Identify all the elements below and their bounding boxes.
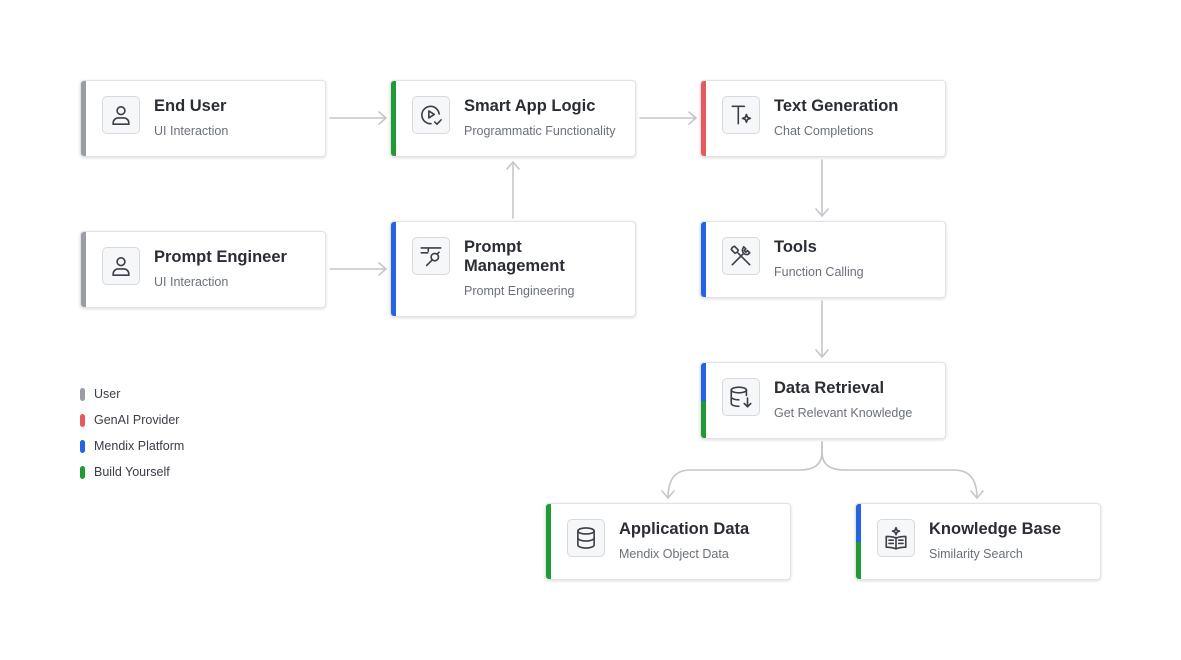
node-subtitle: UI Interaction <box>154 124 229 138</box>
person-icon <box>102 247 140 285</box>
node-application-data[interactable]: Application Data Mendix Object Data <box>545 503 791 580</box>
legend-label: User <box>94 387 121 401</box>
node-knowledge-base[interactable]: Knowledge Base Similarity Search <box>855 503 1101 580</box>
node-subtitle: Function Calling <box>774 265 864 279</box>
arrow-text-generation-to-tools <box>815 159 829 217</box>
node-title: Tools <box>774 238 817 256</box>
database-icon <box>567 519 605 557</box>
category-bar-build <box>546 504 551 579</box>
legend-item-user: User <box>80 381 184 407</box>
node-title: Knowledge Base <box>929 520 1062 538</box>
node-tools[interactable]: Tools Function Calling <box>700 221 946 298</box>
category-bar-user <box>81 232 86 307</box>
category-bar-genai <box>701 81 706 156</box>
node-subtitle: Mendix Object Data <box>619 547 729 561</box>
node-title: Data Retrieval <box>774 379 885 397</box>
node-title: Prompt Engineer <box>154 248 287 266</box>
legend-label: Mendix Platform <box>94 439 185 453</box>
arrow-end-user-to-smart-app-logic <box>329 111 387 125</box>
category-bar-mendix-build <box>856 504 861 579</box>
text-sparkle-icon <box>722 96 760 134</box>
node-subtitle: Prompt Engineering <box>464 284 575 298</box>
legend-swatch <box>80 465 85 479</box>
node-title: Prompt Management <box>464 238 565 275</box>
arrow-prompt-engineer-to-prompt-management <box>329 262 387 276</box>
legend-item-genai-provider: GenAI Provider <box>80 407 184 433</box>
category-bar-user <box>81 81 86 156</box>
node-subtitle: Programmatic Functionality <box>464 124 616 138</box>
node-title: Application Data <box>619 520 750 538</box>
node-data-retrieval[interactable]: Data Retrieval Get Relevant Knowledge <box>700 362 946 439</box>
node-subtitle: UI Interaction <box>154 275 229 289</box>
category-bar-build <box>391 81 396 156</box>
node-prompt-engineer[interactable]: Prompt Engineer UI Interaction <box>80 231 326 308</box>
text-wrench-icon <box>412 237 450 275</box>
node-subtitle: Get Relevant Knowledge <box>774 406 913 420</box>
arrow-data-retrieval-to-application-data <box>661 441 823 499</box>
node-end-user[interactable]: End User UI Interaction <box>80 80 326 157</box>
node-title: Text Generation <box>774 97 899 115</box>
legend-swatch <box>80 413 85 427</box>
category-bar-mendix-build <box>701 363 706 438</box>
node-title: Smart App Logic <box>464 97 596 115</box>
play-check-icon <box>412 96 450 134</box>
arrow-tools-to-data-retrieval <box>815 300 829 358</box>
person-icon <box>102 96 140 134</box>
node-subtitle: Similarity Search <box>929 547 1023 561</box>
arrow-prompt-management-to-smart-app-logic <box>506 161 520 219</box>
legend-swatch <box>80 387 85 401</box>
node-subtitle: Chat Completions <box>774 124 874 138</box>
arrow-smart-app-logic-to-text-generation <box>639 111 697 125</box>
book-sparkle-icon <box>877 519 915 557</box>
legend-item-build-yourself: Build Yourself <box>80 459 184 485</box>
tools-icon <box>722 237 760 275</box>
legend: User GenAI Provider Mendix Platform Buil… <box>80 381 184 485</box>
legend-item-mendix-platform: Mendix Platform <box>80 433 184 459</box>
arrow-data-retrieval-to-knowledge-base <box>821 441 984 499</box>
node-title: End User <box>154 97 227 115</box>
database-download-icon <box>722 378 760 416</box>
node-smart-app-logic[interactable]: Smart App Logic Programmatic Functionali… <box>390 80 636 157</box>
legend-swatch <box>80 439 85 453</box>
node-text-generation[interactable]: Text Generation Chat Completions <box>700 80 946 157</box>
legend-label: Build Yourself <box>94 465 170 479</box>
legend-label: GenAI Provider <box>94 413 180 427</box>
category-bar-mendix <box>701 222 706 297</box>
node-prompt-management[interactable]: Prompt Management Prompt Engineering <box>390 221 636 317</box>
category-bar-mendix <box>391 222 396 316</box>
